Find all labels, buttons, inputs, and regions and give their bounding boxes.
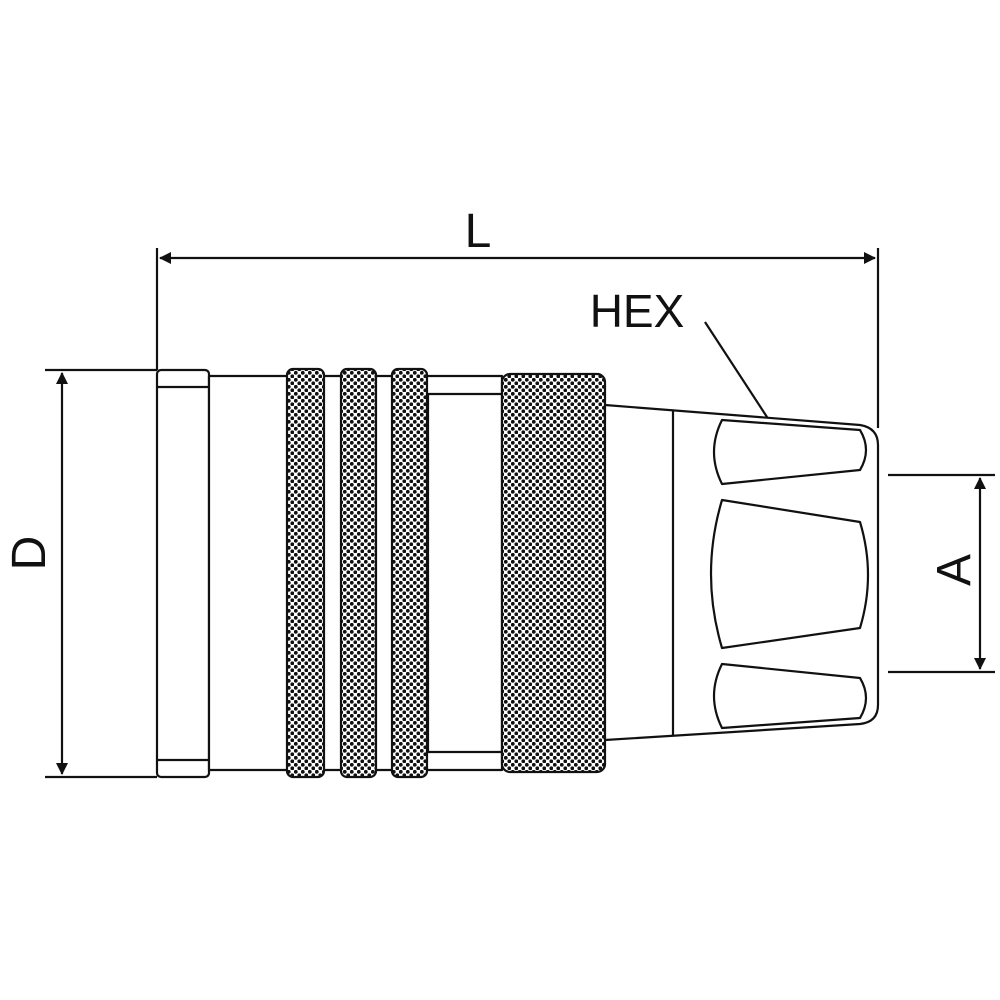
dimension-thread [888,473,995,674]
knurled-ring-1 [285,367,326,779]
knurled-nut [500,372,607,774]
knurled-ring-2 [339,367,378,779]
dimension-diameter [45,368,157,779]
diameter-label: D [3,536,56,571]
knurled-ring-3 [390,367,429,779]
dimension-length [155,248,880,428]
front-collar [155,368,211,779]
length-label: L [465,205,492,258]
hex-body [603,403,880,742]
sleeve-neck [426,392,504,754]
hex-flat-middle [709,498,870,650]
hex-flat-top [712,418,868,486]
hex-flat-bottom [712,662,868,730]
hex-label: HEX [590,285,685,337]
thread-label: A [928,554,981,586]
